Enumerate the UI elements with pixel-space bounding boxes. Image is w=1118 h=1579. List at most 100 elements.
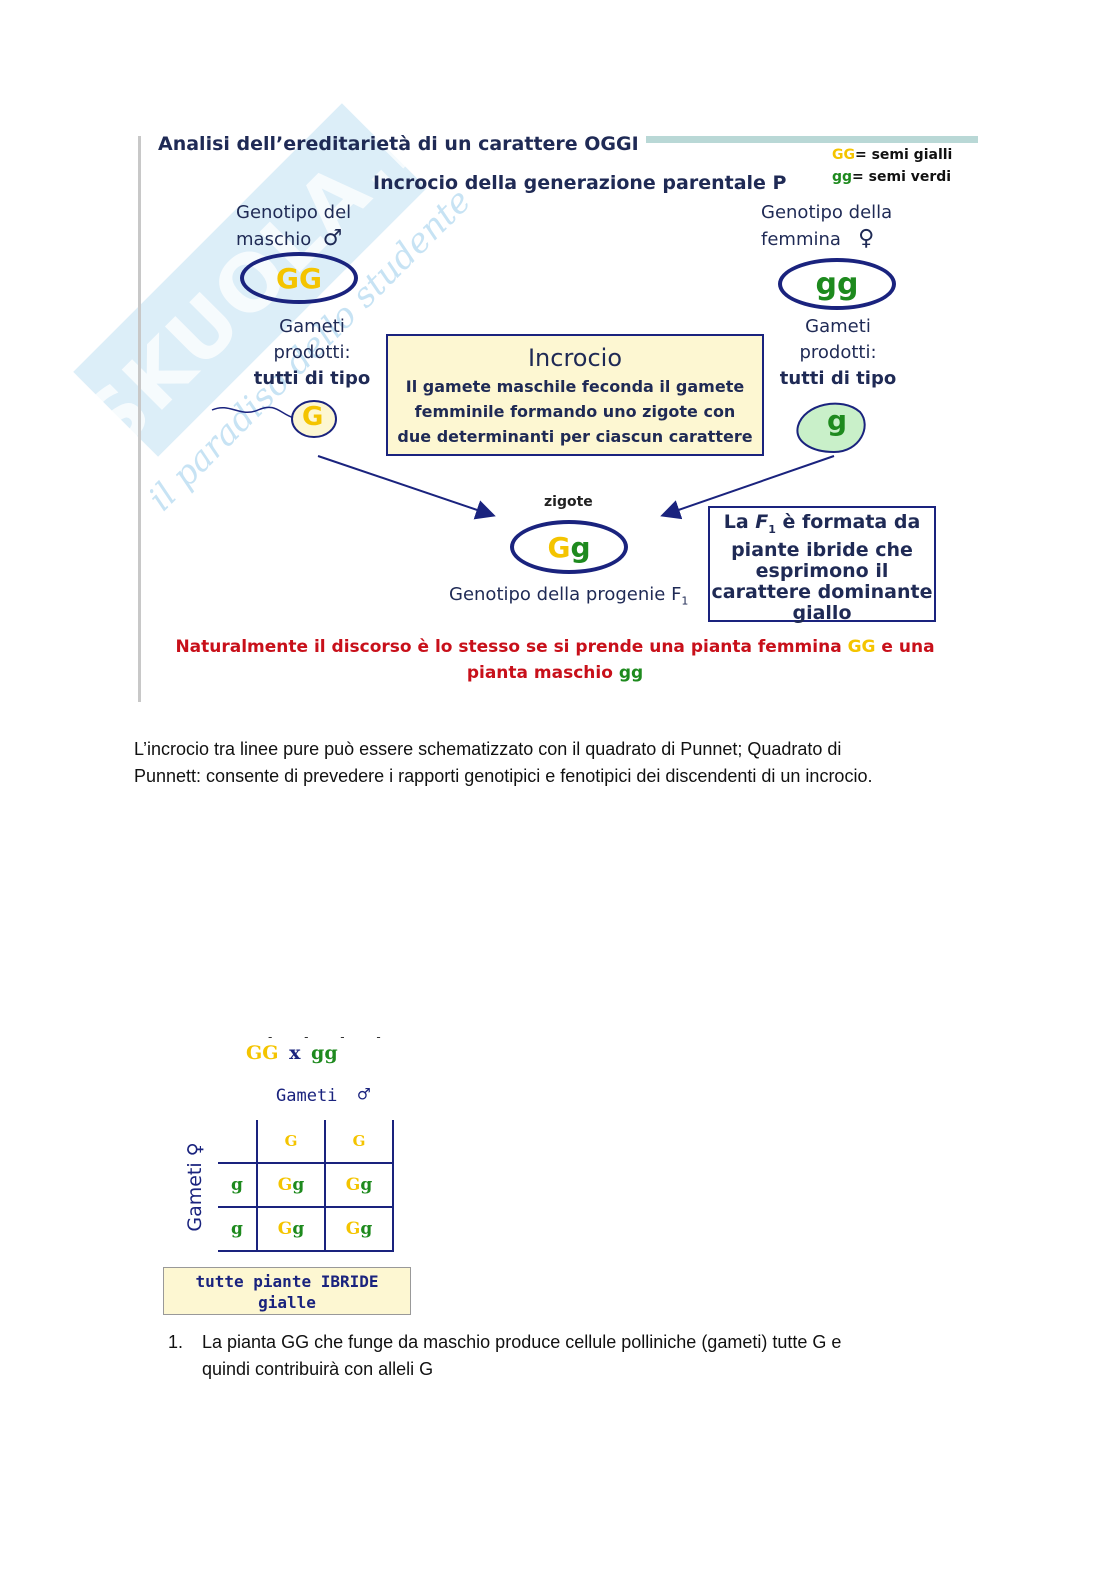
list-item-number: 1. [168,1332,184,1352]
zygote-caption-subscript: 1 [681,594,689,608]
punnett-cell: Gg [256,1206,326,1252]
male-label-line1: Genotipo del [236,202,352,223]
f1-prefix: La [723,511,756,533]
punnett-male-gametes-label: Gameti ♂ [276,1082,370,1106]
slide-subtitle: Incrocio della generazione parentale P [373,172,787,194]
f1-explanation-box: La F1 è formata da piante ibride che esp… [708,506,936,624]
female-genotype-label: Genotipo della femmina ♀ [761,200,892,253]
arrows-to-zygote [317,455,835,520]
female-label-line2: femmina ♀ [761,226,892,253]
punnett-row: g Gg Gg [218,1162,394,1208]
legend-code-recessive: gg [832,169,853,185]
cell-allele-recessive: g [360,1175,373,1195]
list-item-line2: quindi contribuirà con alleli G [202,1359,434,1379]
female-symbol-icon: ♀ [858,226,875,251]
punnett-col-header: G [325,1120,394,1163]
cross-box-text: Il gamete maschile feconda il gamete fem… [388,374,762,449]
punnett-parent-right: gg [311,1042,338,1064]
female-gametes-line3: tutti di tipo [779,368,897,389]
punnett-header-row: G G [218,1120,394,1163]
punnett-female-gametes-label: Gameti ♀ [184,1132,206,1242]
female-gametes-label: Gameti prodotti: tutti di tipo [776,314,900,392]
punnett-male-symbol-icon: ♂ [357,1082,370,1106]
zygote-caption-text: Genotipo della progenie F [449,584,682,605]
egg-cell-icon [794,398,868,456]
genotype-legend: GG= semi gialli gg= semi verdi [832,144,972,190]
male-gamete: G [302,402,324,432]
zygote-label: zigote [544,494,593,510]
note-code1: GG [847,637,876,657]
f1-line5: giallo [792,601,852,624]
punnett-male-label: Gameti [276,1086,338,1106]
male-gametes-line3: tutti di tipo [253,368,371,389]
punnett-row-header: g [218,1206,257,1252]
cell-allele-recessive: g [360,1219,373,1239]
legend-text-dominant: = semi gialli [854,147,953,163]
cross-box-line1: Il gamete maschile feconda il gamete [405,377,745,396]
list-item: 1. La pianta GG che funge da maschio pro… [168,1329,968,1383]
punnett-result-box: tutte piante IBRIDE gialle [163,1267,411,1315]
note-code2: gg [618,663,644,683]
note-line2: pianta maschio gg [150,660,960,686]
male-arrow [317,455,496,520]
cell-allele-dominant: G [345,1175,361,1195]
male-gametes-line1: Gameti [279,316,345,337]
female-arrow [660,455,835,520]
intro-paragraph: L’incrocio tra linee pure può essere sch… [134,736,1014,790]
slide-top-accent [646,136,978,143]
punnett-female-symbol-icon: ♀ [184,1142,206,1157]
male-gametes-line2: prodotti: [273,342,351,363]
cell-allele-dominant: G [277,1219,293,1239]
punnett-cell: Gg [256,1162,326,1208]
male-genotype-label: Genotipo del maschio ♂ [236,200,351,253]
legend-row-recessive: gg= semi verdi [832,166,972,188]
female-gametes-line2: prodotti: [799,342,877,363]
punnett-col-header: G [256,1120,326,1163]
punnett-cell: Gg [324,1206,394,1252]
punnett-cell: Gg [324,1162,394,1208]
f1-line4: carattere dominante [711,580,933,603]
cell-allele-recessive: g [292,1219,305,1239]
female-label-line1: Genotipo della [761,202,893,223]
cell-allele-recessive: g [292,1175,305,1195]
legend-code-dominant: GG [832,147,855,163]
list-item-text: La pianta GG che funge da maschio produc… [202,1329,968,1383]
punnett-dots: - - - - [268,1030,395,1044]
note-part1: Naturalmente il discorso è lo stesso se … [175,637,848,657]
paragraph-line1: L’incrocio tra linee pure può essere sch… [134,739,842,759]
slide-note: Naturalmente il discorso è lo stesso se … [150,634,960,686]
male-gametes-label: Gameti prodotti: tutti di tipo [250,314,374,392]
list-item-line1: La pianta GG che funge da maschio produc… [202,1332,842,1352]
female-gametes-line1: Gameti [805,316,871,337]
f1-subscript: 1 [768,522,776,536]
cross-box-line2: femminile formando uno zigote con [414,402,736,421]
paragraph-line2: Punnett: consente di prevedere i rapport… [134,766,873,786]
cross-box-title: Incrocio [527,344,623,372]
punnett-cross-symbol: x [289,1042,301,1064]
f1-line3: esprimono il [755,559,889,582]
zygote-allele-recessive: g [570,530,591,564]
punnett-row: g Gg Gg [218,1206,394,1252]
zygote-caption: Genotipo della progenie F1 [449,584,688,608]
cross-box-line3: due determinanti per ciascun carattere [397,427,753,446]
male-label-text: maschio [236,229,312,250]
punnett-female-label: Gameti [184,1162,206,1232]
punnett-result-line2: gialle [258,1293,316,1312]
male-symbol-icon: ♂ [322,226,343,251]
female-genotype: gg [815,266,859,302]
slide-left-border [138,136,141,702]
punnett-row-header: g [218,1162,257,1207]
legend-row-dominant: GG= semi gialli [832,144,972,166]
female-label-text: femmina [761,229,841,250]
slide-title: Analisi dell’ereditarietà di un caratter… [158,133,639,155]
male-genotype-oval: GG [240,252,358,304]
punnett-result-line1: tutte piante IBRIDE [195,1272,379,1291]
male-genotype: GG [276,261,322,295]
note-part3: pianta maschio [466,663,619,683]
cell-allele-dominant: G [277,1175,293,1195]
sperm-cell-icon [210,396,340,442]
f1-line1-rest: è formata da [775,511,921,533]
f1-line2: piante ibride che [731,538,913,561]
female-gamete: g [827,404,848,437]
